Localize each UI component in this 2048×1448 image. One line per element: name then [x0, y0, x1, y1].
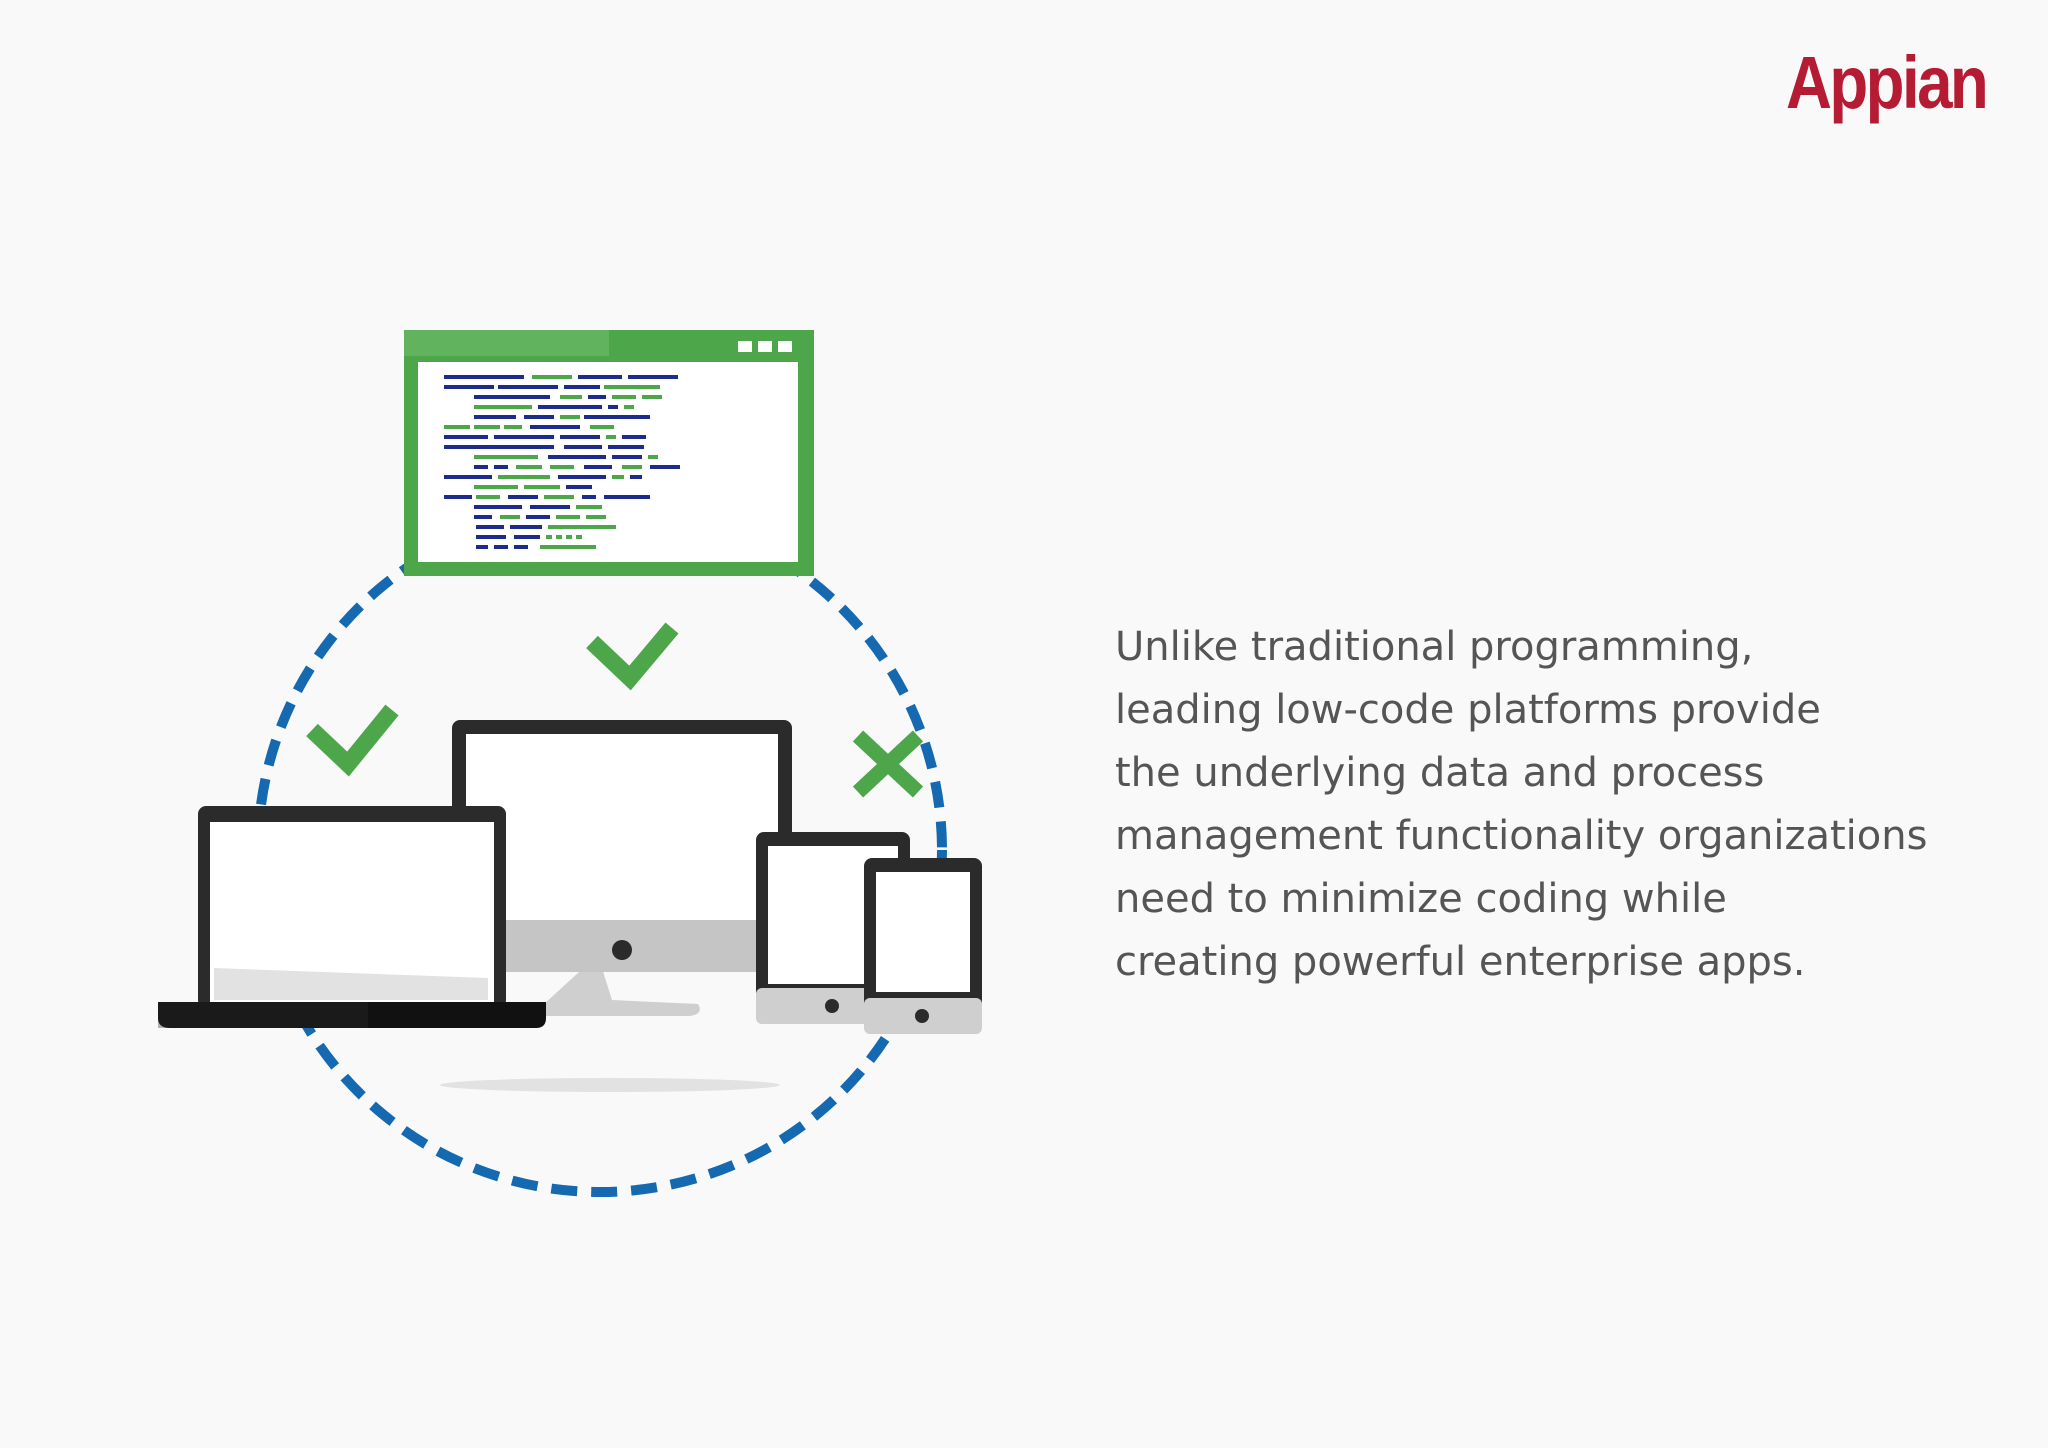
code-line [444, 385, 494, 389]
code-line [494, 465, 508, 469]
code-line [560, 395, 582, 399]
code-line [476, 495, 500, 499]
code-line [474, 465, 488, 469]
code-line [510, 525, 542, 529]
code-line [474, 485, 518, 489]
checkmark-icon [586, 622, 679, 691]
code-line [476, 525, 504, 529]
code-line [622, 435, 646, 439]
code-line [606, 435, 616, 439]
code-line [526, 515, 550, 519]
code-line [566, 535, 572, 539]
code-line [578, 375, 622, 379]
code-line [546, 535, 552, 539]
code-line [494, 435, 554, 439]
checkmark-icon [306, 704, 399, 777]
code-line [604, 385, 660, 389]
code-line [500, 515, 520, 519]
code-line [508, 495, 538, 499]
code-line [582, 495, 596, 499]
code-line [540, 545, 596, 549]
code-line [498, 475, 550, 479]
description-line: creating powerful enterprise apps. [1115, 939, 1806, 985]
code-line [530, 505, 570, 509]
code-line [504, 425, 522, 429]
description-line: Unlike traditional programming, [1115, 624, 1754, 670]
code-line [560, 435, 600, 439]
description-line: management functionality organizations [1115, 813, 1928, 859]
code-line [590, 425, 614, 429]
code-line [566, 485, 592, 489]
desktop-monitor-icon [452, 720, 792, 1016]
code-line [476, 535, 506, 539]
description-line: need to minimize coding while [1115, 876, 1727, 922]
code-line [628, 375, 678, 379]
code-line [604, 495, 650, 499]
code-line [524, 415, 554, 419]
code-window-icon [404, 330, 814, 576]
code-line [564, 385, 600, 389]
code-line [576, 505, 602, 509]
code-line [608, 405, 618, 409]
code-line [608, 445, 644, 449]
code-line [558, 475, 606, 479]
floor-shadow [440, 1078, 780, 1092]
appian-logo: Appian [1786, 41, 1989, 124]
code-line [444, 425, 470, 429]
code-line [516, 465, 542, 469]
code-line [474, 515, 492, 519]
code-line [444, 475, 492, 479]
code-line [474, 405, 532, 409]
multi-device-illustration [158, 330, 982, 1197]
code-line [444, 445, 554, 449]
x-mark-icon [852, 730, 924, 798]
code-line [556, 535, 562, 539]
code-line [550, 465, 574, 469]
code-line [474, 455, 538, 459]
code-line [514, 545, 528, 549]
code-line [514, 535, 540, 539]
code-line [612, 395, 636, 399]
code-line [642, 395, 662, 399]
code-line [530, 425, 580, 429]
code-line [474, 505, 522, 509]
code-line [624, 405, 634, 409]
code-line [474, 415, 516, 419]
code-line [612, 455, 642, 459]
code-line [494, 545, 508, 549]
code-line [584, 465, 612, 469]
code-line [538, 405, 602, 409]
code-line [532, 375, 572, 379]
code-line [474, 425, 500, 429]
code-line [588, 395, 606, 399]
code-line [548, 455, 606, 459]
code-line [564, 445, 602, 449]
code-line [584, 415, 650, 419]
code-line [648, 455, 658, 459]
code-line [560, 415, 580, 419]
code-line [586, 515, 606, 519]
code-line [556, 515, 580, 519]
code-line [498, 385, 558, 389]
code-line [612, 475, 624, 479]
code-line [576, 535, 582, 539]
code-line [544, 495, 574, 499]
code-line [630, 475, 642, 479]
code-line [444, 435, 488, 439]
code-line [622, 465, 642, 469]
code-line [524, 485, 560, 489]
code-line [444, 375, 524, 379]
laptop-icon [158, 806, 546, 1028]
code-line [444, 495, 472, 499]
code-line [548, 525, 616, 529]
phone-icon [864, 858, 982, 1034]
description-paragraph: Unlike traditional programming, leading … [1115, 616, 1975, 994]
description-line: the underlying data and process [1115, 750, 1765, 796]
code-line [476, 545, 488, 549]
code-line [650, 465, 680, 469]
description-line: leading low-code platforms provide [1115, 687, 1821, 733]
code-line [474, 395, 550, 399]
